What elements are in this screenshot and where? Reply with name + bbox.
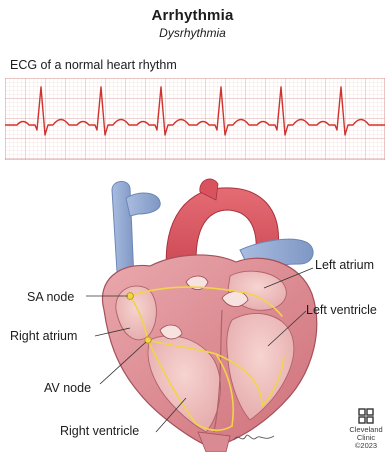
label-av-node: AV node [44,381,91,395]
ecg-strip [5,78,385,160]
label-sa-node: SA node [27,290,74,304]
label-left-atrium: Left atrium [315,258,374,272]
page-subtitle: Dysrhythmia [0,26,385,40]
label-right-atrium: Right atrium [10,329,77,343]
cleveland-clinic-logo-text: Cleveland Clinic ©2023 [346,426,385,450]
label-left-ventricle: Left ventricle [306,303,377,317]
artist-signature [232,430,276,446]
cleveland-clinic-logo-icon [358,408,374,424]
page-title: Arrhythmia [0,7,385,24]
inferior-vena-cava [198,432,230,452]
label-right-ventricle: Right ventricle [60,424,139,438]
ecg-heading: ECG of a normal heart rhythm [10,58,177,72]
brachiocephalic-vessel [126,193,160,216]
